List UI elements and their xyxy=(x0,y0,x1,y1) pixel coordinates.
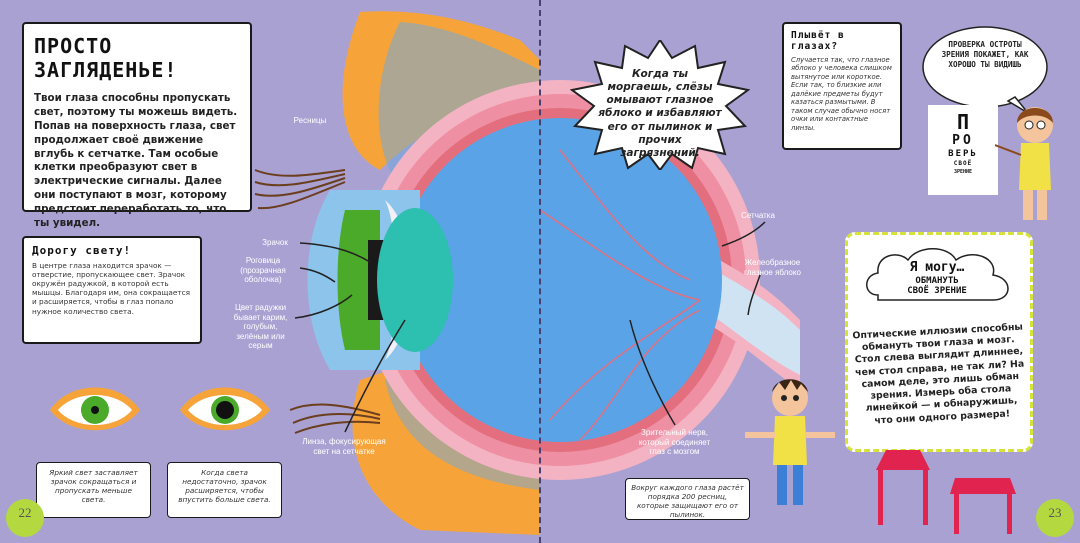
boy-character xyxy=(745,379,835,505)
eye-large-pupil xyxy=(180,387,270,431)
label-lens: Линза, фокусирующая свет на сетчатке xyxy=(302,437,386,456)
illusion-title: Я могу… обмануть своё зрение xyxy=(872,260,1002,297)
chart-row-5: ЗРЕНИЕ xyxy=(953,168,973,175)
illusion-title-line1: Я могу… xyxy=(909,260,965,275)
light-card-heading: Дорогу свету! xyxy=(32,244,132,257)
blink-text: Когда ты моргаешь, слёзы омывают глазное… xyxy=(598,68,722,159)
light-card-body: В центре глаза находится зрачок — отверс… xyxy=(32,261,190,316)
lashes-caption: Вокруг каждого глаза растёт порядка 200 … xyxy=(625,478,750,520)
blur-card-body: Случается так, что глазное яблоко у чело… xyxy=(791,56,892,132)
bright-light-text: Яркий свет заставляет зрачок сокращаться… xyxy=(49,468,138,505)
illusion-title-line3: своё зрение xyxy=(907,286,967,297)
illusion-table-left xyxy=(876,450,930,525)
lashes-caption-text: Вокруг каждого глаза растёт порядка 200 … xyxy=(631,483,744,519)
page-number-right: 23 xyxy=(1036,499,1074,537)
blur-card-heading: Плывёт в глазах? xyxy=(791,30,845,52)
dim-light-text: Когда света недостаточно, зрачок расширя… xyxy=(178,468,271,505)
page-fold xyxy=(539,0,541,543)
label-iris: Цвет радужки бывает карим, голубым, зелё… xyxy=(233,303,288,351)
blur-card: Плывёт в глазах? Случается так, что глаз… xyxy=(782,22,902,150)
label-pupil: Зрачок xyxy=(262,238,288,247)
title-card-heading: Просто загляденье! xyxy=(34,34,178,82)
label-eyelashes: Ресницы xyxy=(293,116,327,125)
light-card: Дорогу свету! В центре глаза находится з… xyxy=(22,236,202,344)
chart-row-1: П xyxy=(956,110,970,134)
title-card: Просто загляденье! Твои глаза способны п… xyxy=(22,22,252,229)
title-card-body: Твои глаза способны пропускать свет, поэ… xyxy=(34,92,238,230)
chart-row-3: ВЕРЬ xyxy=(948,148,978,159)
eye-small-pupil xyxy=(50,387,140,431)
girl-character xyxy=(995,107,1053,220)
page-number-left: 22 xyxy=(6,499,44,537)
bright-light-caption: Яркий свет заставляет зрачок сокращаться… xyxy=(36,462,151,518)
eyelashes-upper xyxy=(254,169,346,210)
eye-chart: П РО ВЕРЬ СВОЁ ЗРЕНИЕ xyxy=(928,105,998,195)
illusion-title-line2: обмануть xyxy=(915,275,959,286)
chart-row-4: СВОЁ xyxy=(953,160,973,168)
blink-starburst xyxy=(570,40,750,170)
label-vitreous: Желеобразное глазное яблоко xyxy=(744,258,801,277)
dim-light-caption: Когда света недостаточно, зрачок расширя… xyxy=(167,462,282,518)
illusion-table-right xyxy=(950,478,1016,534)
chart-row-2: РО xyxy=(952,133,974,148)
illusion-body: Оптические иллюзии способны обмануть тво… xyxy=(852,321,1025,427)
speech-bubble-text: Проверка остроты зрения покажет, как хор… xyxy=(941,40,1029,69)
illusion-cloud xyxy=(866,248,1009,301)
eyelashes-lower xyxy=(289,403,381,434)
label-retina: Сетчатка xyxy=(741,211,775,220)
label-optic-nerve: Зрительный нерв, который соединяет глаз … xyxy=(638,428,711,457)
label-cornea: Роговица (прозрачная оболочка) xyxy=(240,256,286,285)
